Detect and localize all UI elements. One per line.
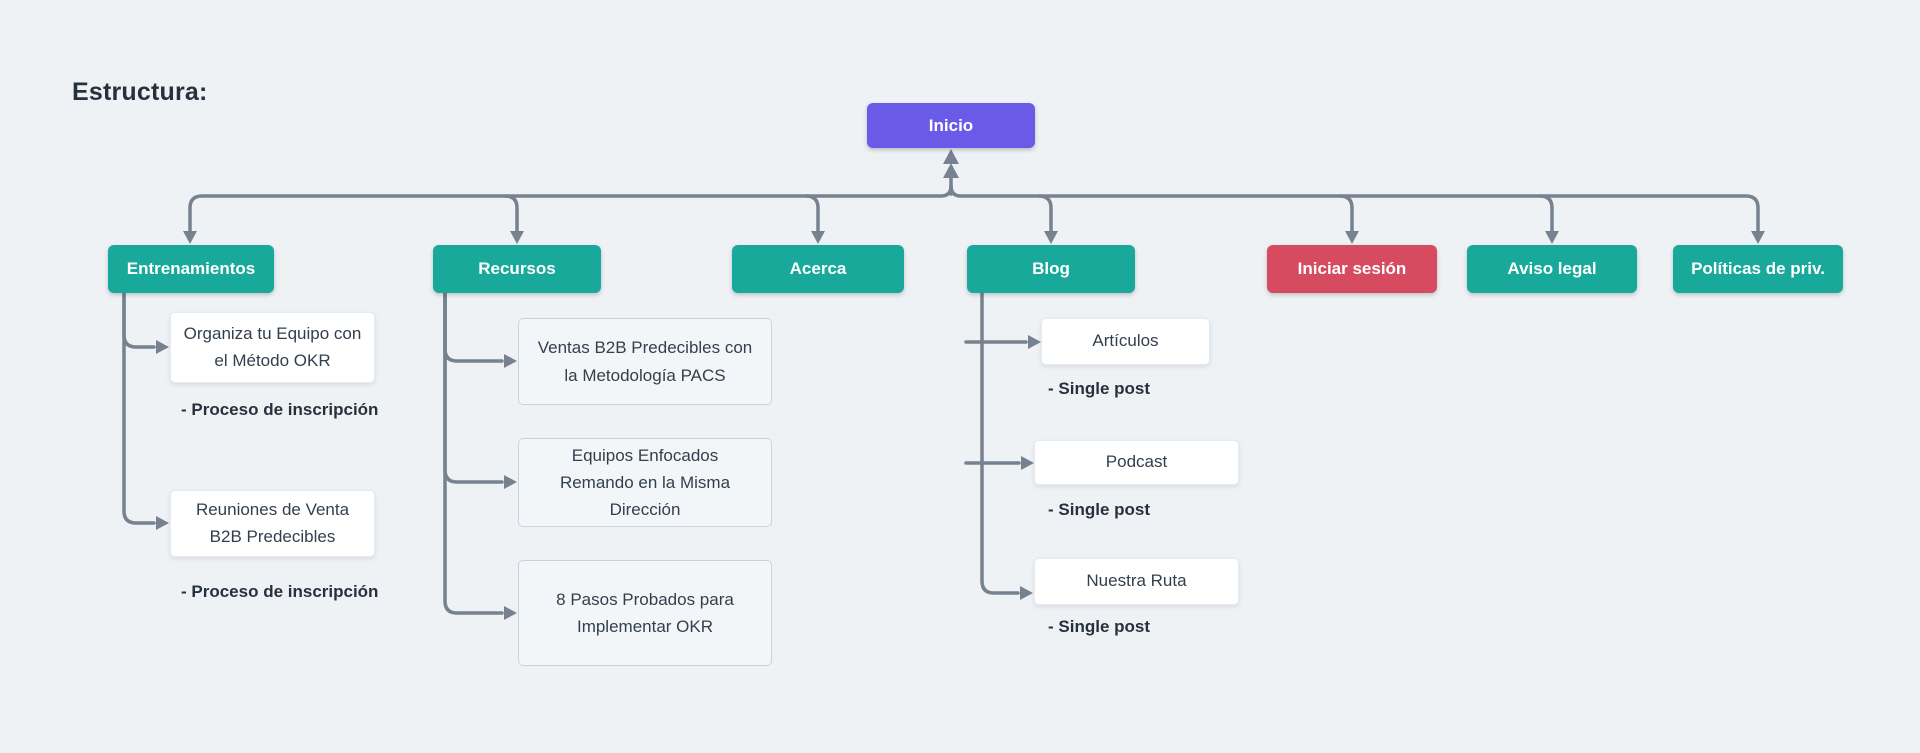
node-organiza-equipo-okr[interactable]: Organiza tu Equipo con el Método OKR <box>170 312 375 383</box>
connector-drop-blog <box>1037 194 1053 236</box>
arrowhead-iniciar <box>1345 231 1359 244</box>
node-entrenamientos-label: Entrenamientos <box>126 259 256 278</box>
node-politicas-priv[interactable]: Políticas de priv. <box>1673 245 1843 293</box>
connector-entrenamientos-2 <box>122 291 156 525</box>
node-aviso-legal-label: Aviso legal <box>1507 259 1597 278</box>
page-title: Estructura: <box>72 78 208 106</box>
node-acerca[interactable]: Acerca <box>732 245 904 293</box>
note-proceso-inscripcion-2: - Proceso de inscripción <box>181 582 379 601</box>
connector-recursos-1 <box>443 291 504 363</box>
node-aviso-legal[interactable]: Aviso legal <box>1467 245 1637 293</box>
arrowhead-recursos-3 <box>504 606 517 620</box>
node-8-pasos-okr-label: 8 Pasos Probados para Implementar OKR <box>556 589 734 636</box>
connector-recursos-2 <box>443 291 504 484</box>
node-recursos-label: Recursos <box>478 259 556 278</box>
node-organiza-equipo-okr-label: Organiza tu Equipo con el Método OKR <box>183 324 362 370</box>
note-single-post-2: - Single post <box>1048 500 1150 519</box>
arrowhead-entrenamientos-1 <box>156 340 169 354</box>
note-proceso-inscripcion-1: - Proceso de inscripción <box>181 400 379 419</box>
arrowhead-root-2 <box>943 163 959 178</box>
arrowhead-acerca <box>811 231 825 244</box>
node-politicas-priv-label: Políticas de priv. <box>1691 259 1825 278</box>
connector-drop-aviso <box>1538 194 1554 236</box>
node-nuestra-ruta[interactable]: Nuestra Ruta <box>1034 558 1239 605</box>
node-recursos[interactable]: Recursos <box>433 245 601 293</box>
arrowhead-blog-3 <box>1020 586 1033 600</box>
node-iniciar-sesion[interactable]: Iniciar sesión <box>1267 245 1437 293</box>
arrowhead-recursos-1 <box>504 354 517 368</box>
node-reuniones-venta-b2b[interactable]: Reuniones de Venta B2B Predecibles <box>170 490 375 557</box>
arrowhead-politicas <box>1751 231 1765 244</box>
arrowhead-entrenamientos-2 <box>156 516 169 530</box>
node-articulos[interactable]: Artículos <box>1041 318 1210 365</box>
node-podcast[interactable]: Podcast <box>1034 440 1239 485</box>
node-podcast-label: Podcast <box>1105 452 1168 472</box>
arrowhead-recursos <box>510 231 524 244</box>
connector-drop-recursos <box>503 194 519 236</box>
node-blog-label: Blog <box>1032 259 1070 278</box>
arrowhead-aviso <box>1545 231 1559 244</box>
arrowhead-blog-1 <box>1028 335 1041 349</box>
node-ventas-b2b-pacs-label: Ventas B2B Predecibles con la Metodologí… <box>537 338 753 385</box>
connector-entrenamientos-1 <box>122 291 156 349</box>
node-equipos-enfocados-label: Equipos Enfocados Remando en la Misma Di… <box>559 445 731 520</box>
connector-bus-right <box>949 184 1760 236</box>
node-inicio[interactable]: Inicio <box>867 103 1035 148</box>
arrowhead-recursos-2 <box>504 475 517 489</box>
note-single-post-3: - Single post <box>1048 617 1150 636</box>
node-blog[interactable]: Blog <box>967 245 1135 293</box>
node-nuestra-ruta-label: Nuestra Ruta <box>1086 571 1187 591</box>
arrowhead-entrenamientos <box>183 231 197 244</box>
connector-blog-3 <box>980 291 1020 595</box>
arrowhead-blog <box>1044 231 1058 244</box>
node-iniciar-sesion-label: Iniciar sesión <box>1297 259 1407 278</box>
connector-drop-iniciar <box>1338 194 1354 236</box>
node-acerca-label: Acerca <box>789 259 847 278</box>
node-inicio-label: Inicio <box>928 115 974 135</box>
node-reuniones-venta-b2b-label: Reuniones de Venta B2B Predecibles <box>195 500 350 546</box>
node-entrenamientos[interactable]: Entrenamientos <box>108 245 274 293</box>
note-single-post-1: - Single post <box>1048 379 1150 398</box>
node-equipos-enfocados[interactable]: Equipos Enfocados Remando en la Misma Di… <box>518 438 772 527</box>
arrowhead-root-1 <box>943 149 959 164</box>
node-ventas-b2b-pacs[interactable]: Ventas B2B Predecibles con la Metodologí… <box>518 318 772 405</box>
connector-recursos-3 <box>443 291 504 615</box>
node-articulos-label: Artículos <box>1092 331 1159 351</box>
arrowhead-blog-2 <box>1021 456 1034 470</box>
connector-bus-left <box>188 184 953 236</box>
connector-drop-acerca <box>804 194 820 236</box>
node-8-pasos-okr[interactable]: 8 Pasos Probados para Implementar OKR <box>518 560 772 666</box>
